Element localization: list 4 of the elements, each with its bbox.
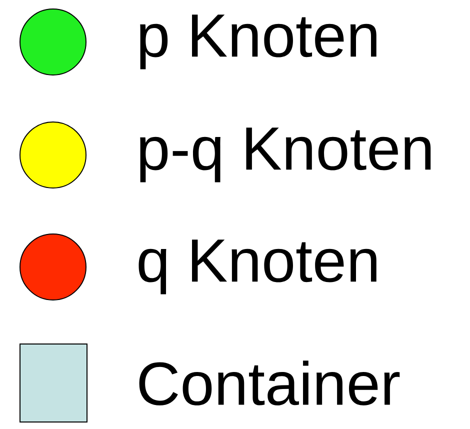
- legend-label: Container: [139, 360, 400, 406]
- legend-label: p Knoten: [140, 14, 376, 70]
- legend-label: p-q Knoten: [140, 128, 431, 182]
- legend-label: q Knoten: [138, 240, 376, 294]
